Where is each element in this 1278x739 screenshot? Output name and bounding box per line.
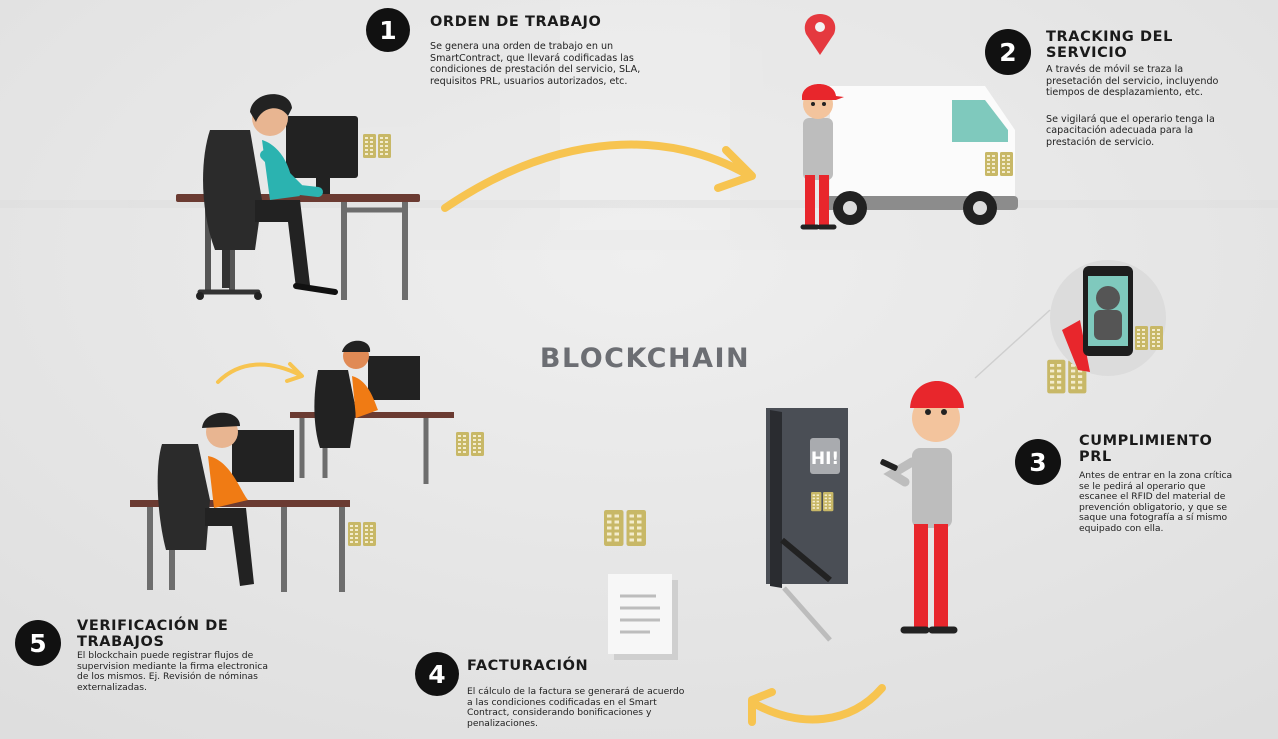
step-5-description: El blockchain puede registrar flujos de … — [77, 650, 268, 693]
step-2-title: TRACKING DEL SERVICIO — [1046, 29, 1174, 61]
supervisor-illustration — [290, 340, 484, 484]
step-1-description: Se genera una orden de trabajo en un Sma… — [430, 41, 641, 87]
phone-photo-illustration — [1050, 260, 1166, 376]
flow-arrow-5-internal — [216, 362, 304, 384]
step-4-description: El cálculo de la factura se generará de … — [467, 686, 685, 729]
step-1-text: ORDEN DE TRABAJO Se genera una orden de … — [430, 14, 690, 87]
step-2-description-2: Se vigilará que el operario tenga la cap… — [1046, 113, 1215, 148]
operator-with-phone — [880, 381, 964, 634]
step-2-description: A través de móvil se traza la presetació… — [1046, 64, 1219, 99]
step-1-badge: 1 — [366, 8, 410, 52]
step-3-description: Antes de entrar en la zona crítica se le… — [1079, 470, 1233, 534]
hi-kiosk-terminal: HI! — [766, 408, 848, 642]
step-4-text: FACTURACIÓN El cálculo de la factura se … — [467, 658, 747, 729]
map-pin-icon — [804, 14, 836, 55]
step-3-text: CUMPLIMIENTO PRL Antes de entrar en la z… — [1079, 433, 1274, 535]
step-4-badge: 4 — [415, 652, 459, 696]
connector-line — [974, 309, 1051, 379]
svg-text:2: 2 — [999, 38, 1016, 67]
step-3-title: CUMPLIMIENTO PRL — [1079, 433, 1213, 465]
step-4-title: FACTURACIÓN — [467, 658, 589, 674]
step-5-badge: 5 — [15, 620, 61, 666]
svg-text:5: 5 — [29, 629, 46, 658]
kiosk-hi-text: HI! — [811, 449, 839, 469]
blockchain-center-label: BLOCKCHAIN — [539, 343, 751, 374]
step-5-text: VERIFICACIÓN DE TRABAJOS El blockchain p… — [77, 618, 327, 693]
document-icon — [608, 574, 678, 660]
svg-text:1: 1 — [379, 16, 396, 45]
worker-2-illustration — [130, 412, 376, 592]
step-3-badge: 3 — [1015, 439, 1061, 485]
technician-with-van — [800, 84, 844, 230]
flow-arrow-1-to-2 — [441, 140, 756, 212]
flow-arrow-3-to-4 — [748, 684, 886, 726]
svg-text:3: 3 — [1029, 448, 1046, 477]
step-2-text: TRACKING DEL SERVICIO A través de móvil … — [1046, 29, 1271, 149]
office-worker-illustration — [176, 94, 420, 300]
service-van-illustration — [820, 86, 1018, 225]
svg-text:4: 4 — [428, 660, 445, 689]
step-1-title: ORDEN DE TRABAJO — [430, 14, 602, 30]
step-5-title: VERIFICACIÓN DE TRABAJOS — [77, 618, 229, 650]
step-2-badge: 2 — [985, 29, 1031, 75]
